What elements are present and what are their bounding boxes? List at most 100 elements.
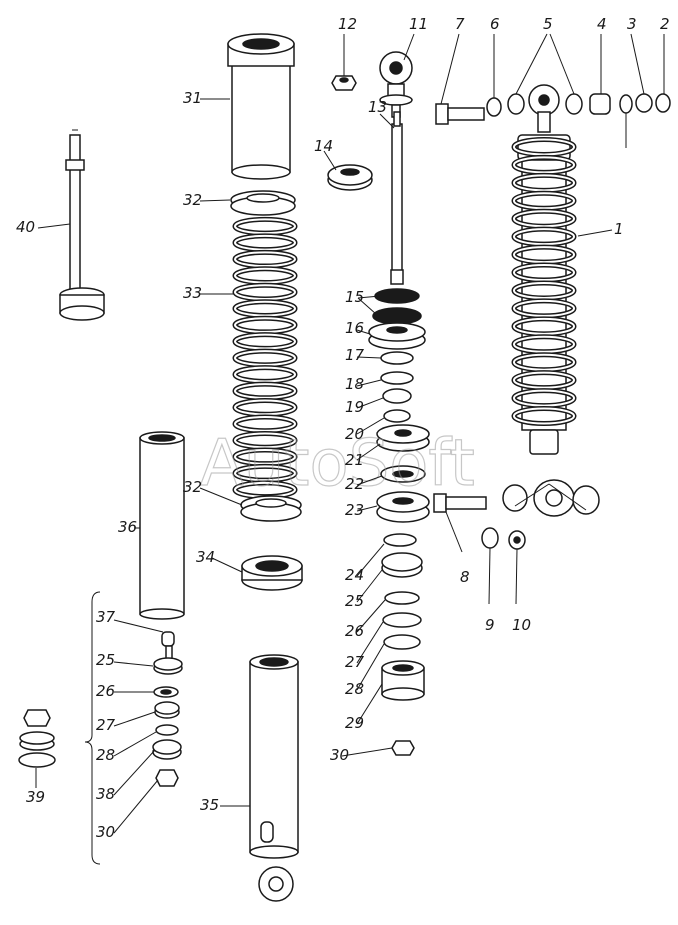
leader-line [341, 747, 393, 757]
callout-number-17: 17 [345, 346, 365, 364]
leader-line [113, 661, 154, 667]
spring-coil [513, 174, 575, 192]
spring-coil [513, 192, 575, 210]
spring-coil [513, 210, 575, 228]
callout-number-15: 15 [345, 288, 364, 306]
callout-number-26: 26 [96, 682, 115, 700]
callout-number-18: 18 [345, 375, 364, 393]
leader-line [515, 33, 548, 95]
leader-line [445, 511, 463, 553]
spring-coil [234, 234, 296, 251]
spring-coil [513, 138, 575, 156]
leader-line [356, 417, 385, 435]
spring-coil [234, 218, 296, 235]
leader-line [37, 223, 71, 229]
part-14-clip [327, 164, 373, 191]
leader-line [356, 356, 382, 359]
leader-line [356, 543, 385, 577]
spring-coil [234, 399, 296, 416]
leader-line [488, 547, 491, 605]
part-13-rod [390, 111, 404, 285]
leader-line [630, 33, 645, 95]
part-34-spring-seat [241, 555, 303, 591]
spring-coil [513, 299, 575, 317]
callout-number-35: 35 [200, 796, 219, 814]
callout-number-39: 39 [26, 788, 45, 806]
spring-coil [234, 465, 296, 482]
callout-number-23: 23 [345, 501, 364, 519]
leader-line [113, 779, 159, 834]
leader-line [199, 199, 231, 202]
leader-line [357, 295, 381, 299]
part-33-coil-spring [232, 216, 298, 500]
callout-number-32: 32 [183, 191, 202, 209]
spring-coil [513, 353, 575, 371]
leader-line [440, 33, 460, 105]
leader-line [549, 33, 575, 95]
callout-number-21: 21 [345, 451, 364, 469]
callout-number-20: 20 [345, 425, 364, 443]
part-31-upper-cup [227, 33, 295, 180]
leader-line [356, 443, 381, 461]
callout-number-3: 3 [627, 15, 637, 33]
callout-number-12: 12 [338, 15, 357, 33]
leader-line [403, 33, 415, 61]
callout-number-1: 1 [614, 220, 624, 238]
spring-coil [513, 389, 575, 407]
leader-line [211, 557, 243, 573]
lower-right-fasteners [433, 484, 600, 550]
leader-line [356, 329, 371, 335]
spring-coil [234, 432, 296, 449]
spring-coil [513, 335, 575, 353]
callout-number-26: 26 [345, 622, 364, 640]
part-1-shock-absorber [511, 84, 577, 517]
callout-number-36: 36 [118, 518, 137, 536]
callout-number-38: 38 [96, 785, 115, 803]
callout-number-19: 19 [345, 398, 364, 416]
callout-number-27: 27 [96, 716, 116, 734]
spring-coil [513, 317, 575, 335]
spring-coil [234, 383, 296, 399]
leader-line [356, 621, 384, 664]
spring-coil [513, 156, 575, 174]
callout-number-22: 22 [345, 475, 364, 493]
callout-number-37: 37 [96, 608, 116, 626]
callout-number-33: 33 [183, 284, 202, 302]
leader-line [356, 569, 383, 603]
leader-line [113, 619, 164, 633]
spring-coil [234, 317, 296, 333]
leader-line [356, 599, 386, 633]
leader-line [577, 229, 613, 237]
spring-coil [234, 251, 296, 268]
leader-line [379, 113, 395, 129]
callout-number-14: 14 [314, 137, 333, 155]
spring-coil [513, 281, 575, 299]
callout-number-25: 25 [345, 592, 364, 610]
callout-number-13: 13 [368, 98, 387, 116]
callout-number-4: 4 [597, 15, 607, 33]
callout-number-6: 6 [490, 15, 500, 33]
callout-number-24: 24 [345, 566, 364, 584]
leader-line [514, 483, 550, 507]
callout-number-8: 8 [460, 568, 470, 586]
callout-number-29: 29 [345, 714, 364, 732]
callout-number-31: 31 [183, 89, 202, 107]
callout-number-32: 32 [183, 478, 202, 496]
callout-number-25: 25 [96, 651, 115, 669]
watermark: AutoSoft [200, 427, 475, 501]
leader-line [548, 483, 587, 511]
callout-number-30: 30 [96, 823, 115, 841]
left-small-parts-stack [152, 631, 183, 787]
part-40-pin [59, 129, 105, 321]
part-12-nut [331, 75, 357, 91]
callout-number-28: 28 [345, 680, 364, 698]
callout-number-5: 5 [543, 15, 553, 33]
leader-line [356, 643, 385, 691]
callout-number-34: 34 [196, 548, 215, 566]
part-11-eye-bolt [379, 51, 413, 118]
part-32-washer-upper [230, 190, 296, 216]
callout-number-40: 40 [16, 218, 35, 236]
spring-coil [234, 300, 296, 317]
